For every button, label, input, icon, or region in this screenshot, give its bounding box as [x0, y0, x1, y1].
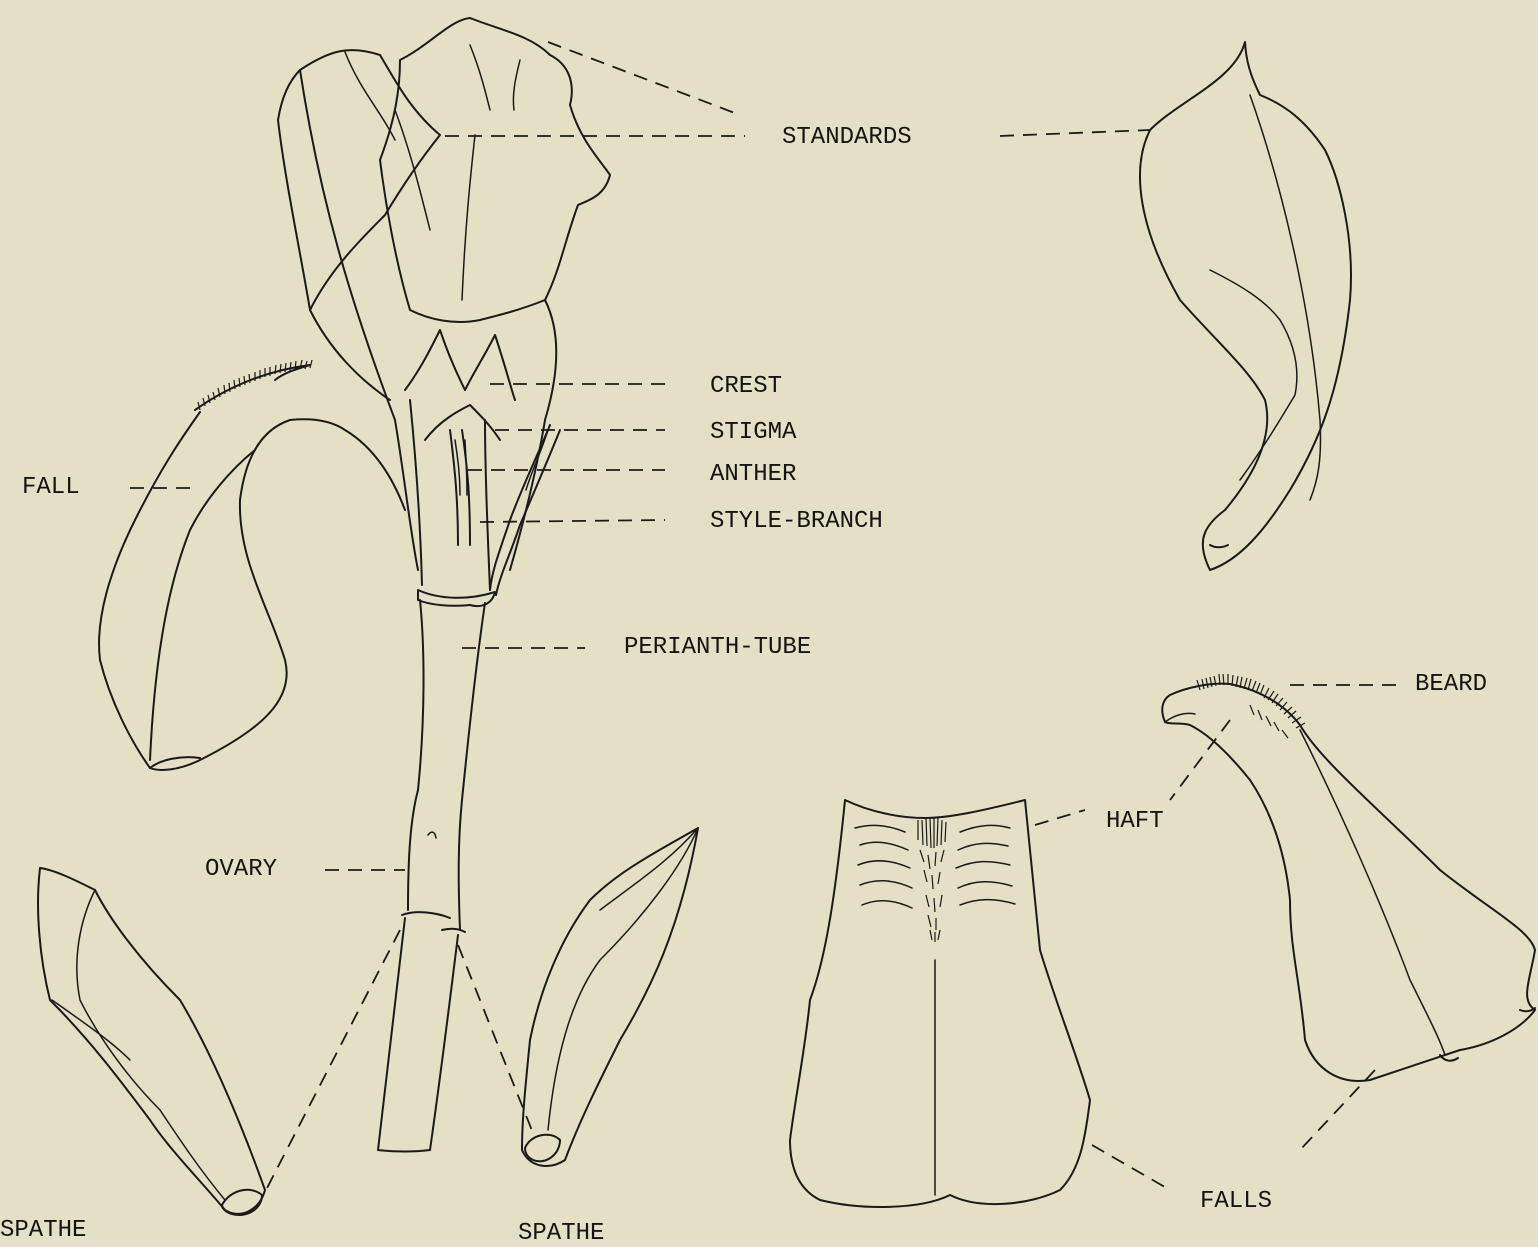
label-perianth-tube: PERIANTH-TUBE [624, 636, 811, 660]
label-style-branch: STYLE-BRANCH [710, 510, 883, 534]
leader-lines [130, 42, 1405, 1192]
label-crest: CREST [710, 375, 782, 399]
label-standards: STANDARDS [782, 126, 912, 150]
label-haft: HAFT [1106, 810, 1164, 834]
fall-side-detail-drawing [1162, 674, 1535, 1081]
label-anther: ANTHER [710, 463, 796, 487]
spathe-left-drawing [38, 868, 265, 1215]
label-stigma: STIGMA [710, 421, 796, 445]
standard-detail-drawing [1140, 42, 1351, 570]
flower-fall-drawing [99, 360, 405, 770]
spathe-right-drawing [522, 828, 698, 1166]
flower-standards-drawing [278, 18, 610, 1152]
label-falls: FALLS [1200, 1190, 1272, 1214]
label-spathe-left: SPATHE [0, 1219, 86, 1243]
label-spathe-right: SPATHE [518, 1222, 604, 1246]
label-fall: FALL [22, 476, 80, 500]
label-ovary: OVARY [205, 858, 277, 882]
label-beard: BEARD [1415, 673, 1487, 697]
fall-front-detail-drawing [790, 800, 1090, 1207]
